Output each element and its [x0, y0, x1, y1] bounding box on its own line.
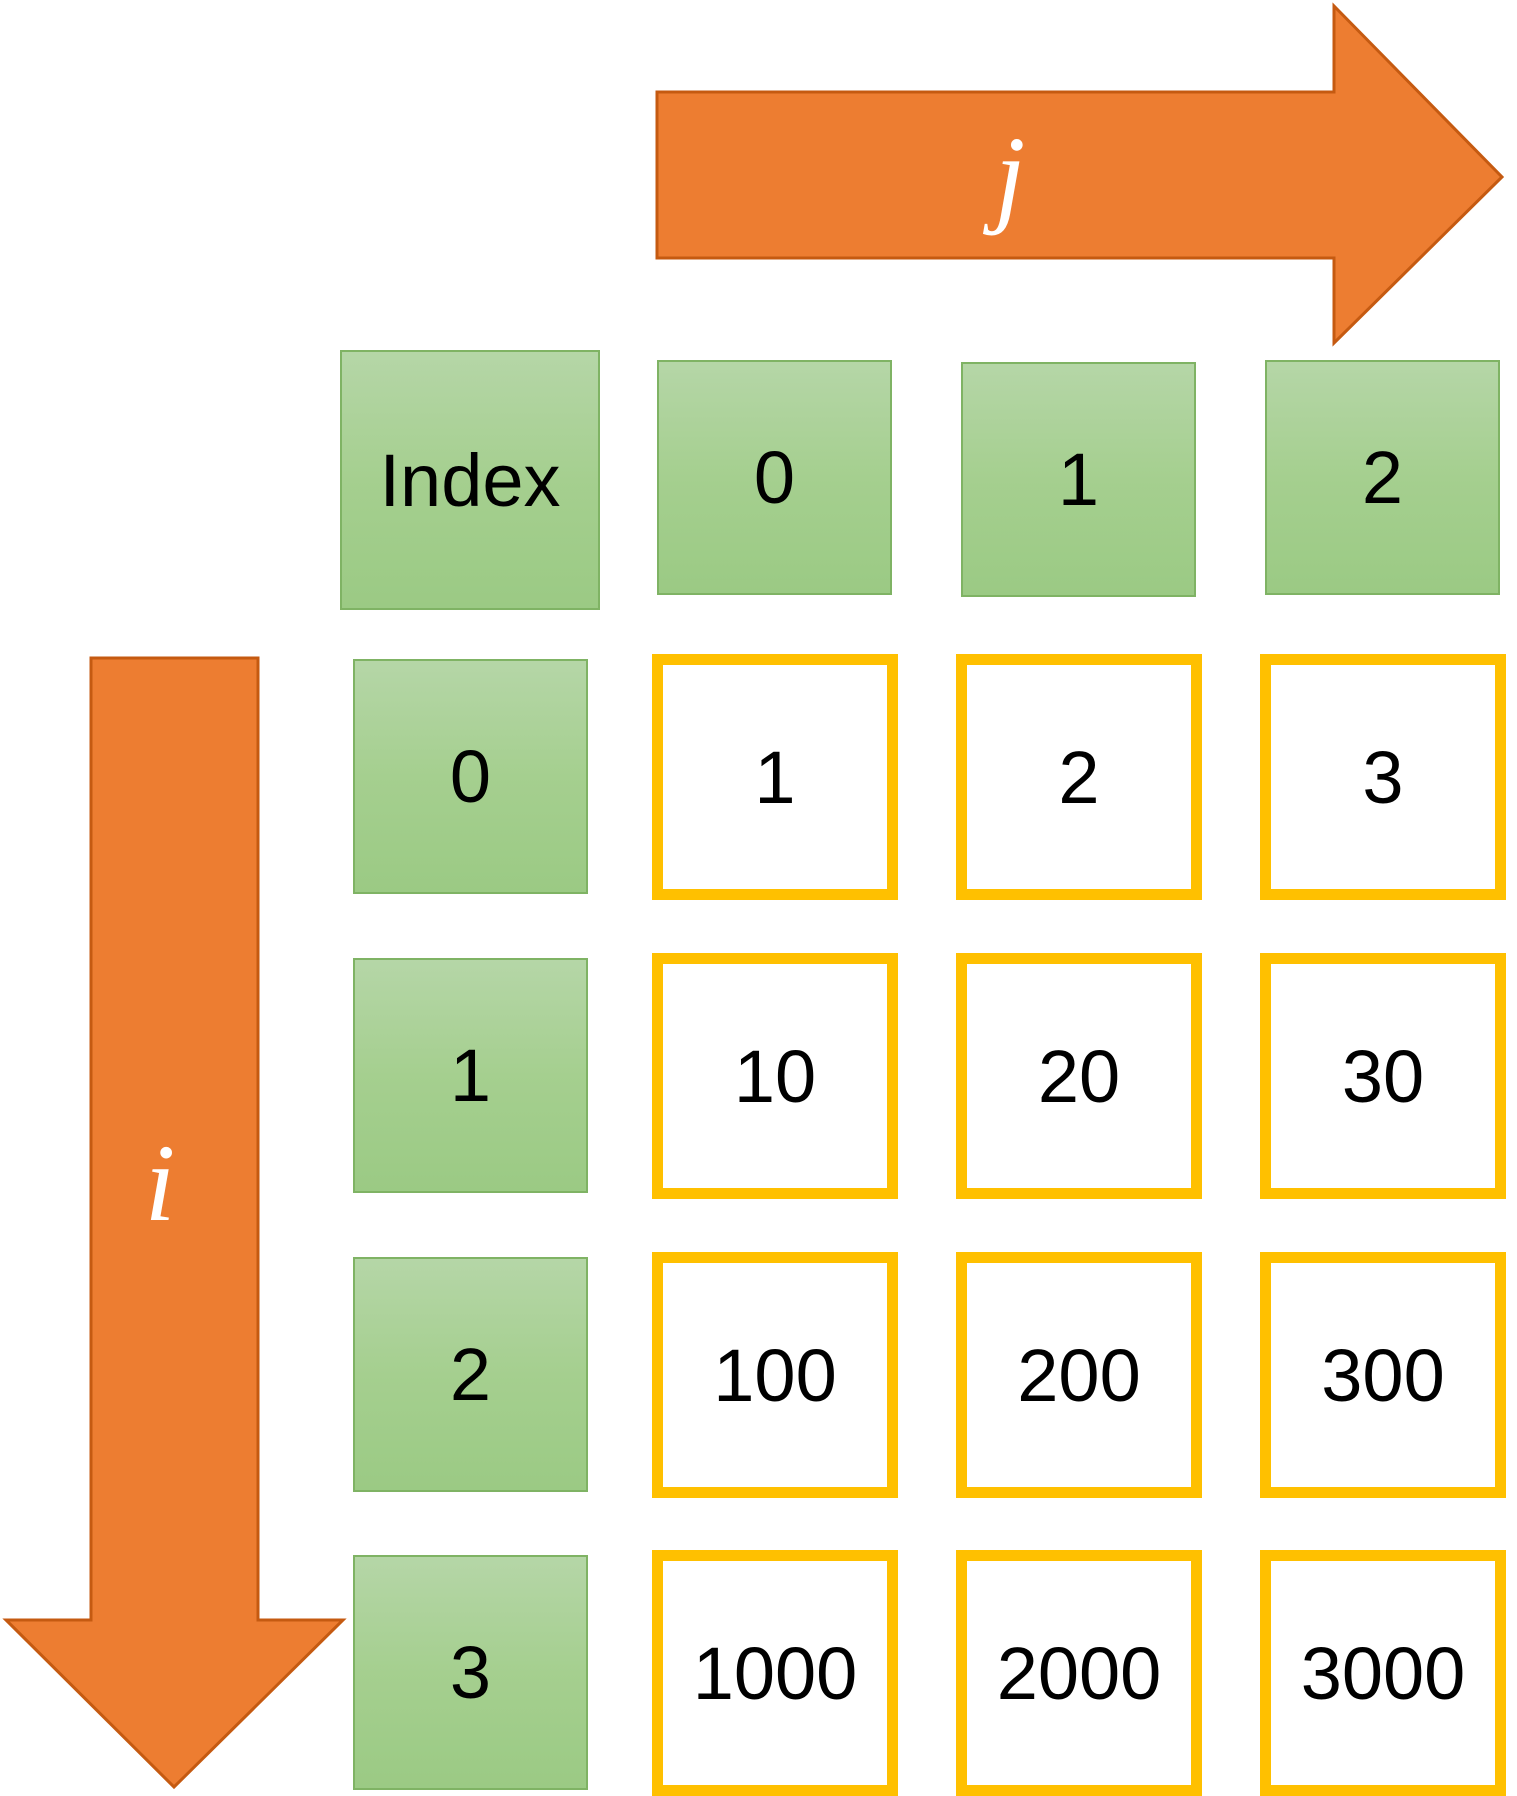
table-cell: 200	[956, 1252, 1202, 1498]
table-cell: 30	[1260, 953, 1506, 1199]
row-index-2: 2	[353, 1257, 588, 1492]
table-cell: 3	[1260, 654, 1506, 900]
table-cell: 1	[652, 654, 898, 900]
table-cell: 300	[1260, 1252, 1506, 1498]
column-header-1: 1	[961, 362, 1196, 597]
table-cell: 10	[652, 953, 898, 1199]
column-direction-arrow	[655, 2, 1505, 347]
row-index-1: 1	[353, 958, 588, 1193]
table-cell: 1000	[652, 1550, 898, 1796]
table-cell: 3000	[1260, 1550, 1506, 1796]
table-cell: 2000	[956, 1550, 1202, 1796]
table-cell: 20	[956, 953, 1202, 1199]
row-index-0: 0	[353, 659, 588, 894]
row-direction-arrow	[2, 656, 347, 1790]
table-cell: 2	[956, 654, 1202, 900]
row-index-3: 3	[353, 1555, 588, 1790]
row-axis-label: i	[144, 1122, 176, 1244]
table-cell: 100	[652, 1252, 898, 1498]
column-axis-label: j	[994, 114, 1026, 236]
column-header-0: 0	[657, 360, 892, 595]
index-header: Index	[340, 350, 600, 610]
column-header-2: 2	[1265, 360, 1500, 595]
